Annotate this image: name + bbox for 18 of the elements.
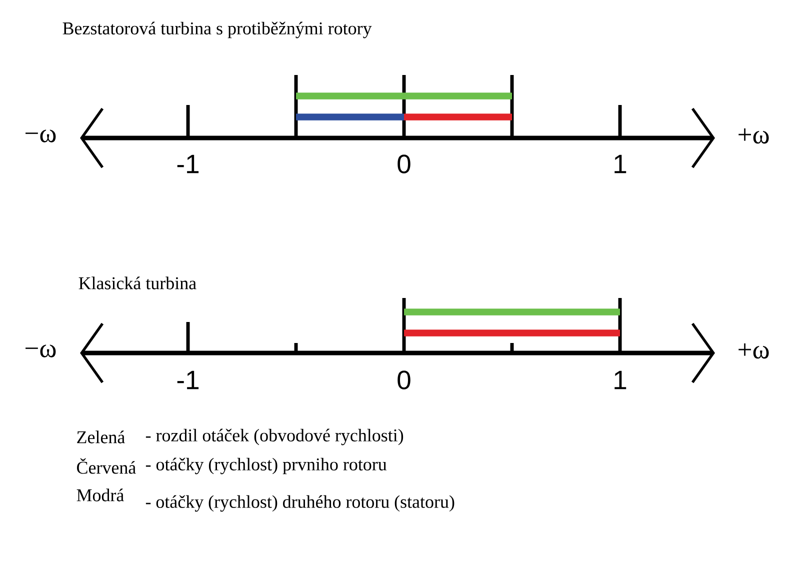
axis-label: +ω — [738, 128, 769, 144]
axis-label: −ω — [26, 130, 56, 142]
tick-label: 1 — [614, 154, 626, 174]
tick-label: 0 — [398, 154, 410, 174]
tick-label: 1 — [614, 370, 626, 390]
axis-label: +ω — [738, 343, 769, 359]
legend-text: Zelená — [77, 430, 125, 444]
legend-text: - otáčky (rychlost) druhého rotoru (statoru) — [146, 495, 454, 512]
legend-text: Červená — [77, 458, 136, 474]
tick-label: -1 — [177, 370, 199, 390]
axis-label: −ω — [26, 344, 56, 358]
legend-text: Modrá — [76, 488, 124, 502]
tick-label: 0 — [398, 370, 410, 390]
legend-text: - rozdil otáček (obvodové rychlosti) — [146, 428, 404, 446]
legend-text: - otáčky (rychlost) prvniho rotoru — [146, 458, 387, 474]
tick-label: -1 — [177, 154, 199, 174]
heading: Klasická turbina — [78, 276, 196, 290]
heading: Bezstatorová turbina s protiběžnými rotory — [62, 22, 372, 38]
